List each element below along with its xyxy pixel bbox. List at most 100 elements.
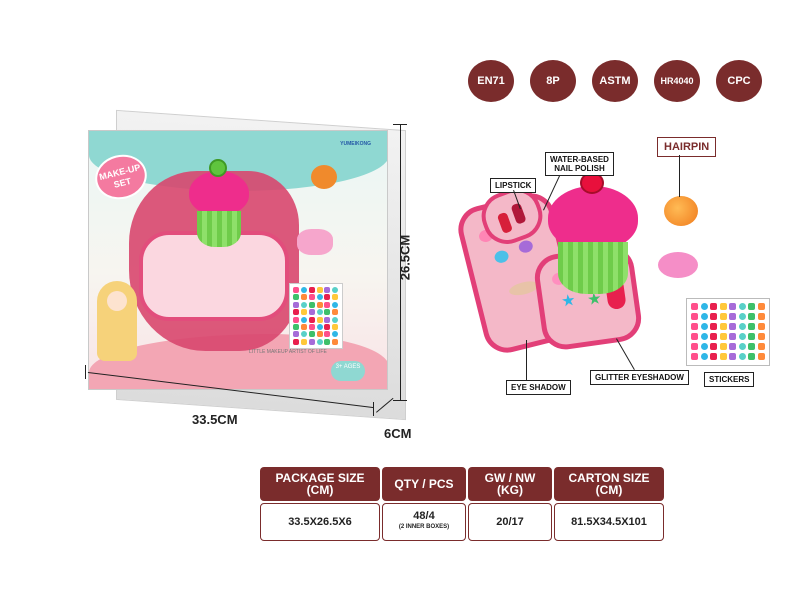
sticker-gem [700,343,708,350]
sticker-gem [324,323,331,330]
sticker-gem [300,309,307,316]
sticker-gem [748,313,755,320]
sticker-gem [308,331,315,338]
sticker-gem [332,316,339,323]
sticker-gem [729,313,736,320]
sticker-gem [300,323,307,330]
sticker-gem [748,323,755,330]
sticker-sheet [686,298,770,366]
sticker-gem [757,333,765,340]
spec-value-sub: (2 INNER BOXES) [398,524,450,530]
cupcake-cup [558,242,628,294]
sticker-gem [332,331,339,338]
sticker-gem [719,343,727,350]
depth-label: 6CM [384,426,412,441]
spec-value-gw-nw: 20/17 [468,503,552,541]
width-tick-right [373,402,374,416]
leader-hairpin [679,155,680,197]
girl-illustration [97,281,137,361]
sticker-gem [316,331,323,338]
sticker-gem [757,353,765,360]
spec-header-qty: QTY / PCS [382,467,466,501]
sticker-gem [293,323,299,330]
sticker-gem [316,294,323,301]
sticker-gem [324,301,331,308]
width-tick-left [85,365,86,379]
sticker-gem [700,333,708,340]
sticker-gem [324,331,331,338]
sticker-gem [300,301,307,308]
spec-header-line2: (KG) [497,483,523,497]
height-tick-top [393,124,407,125]
sticker-gem [710,323,717,330]
box-age-badge: 3+ AGES [331,361,365,381]
label-glitter-eyeshadow: GLITTER EYESHADOW [590,370,689,385]
sticker-gem [300,287,307,293]
sticker-gem [710,343,717,350]
sticker-gem [308,316,315,323]
sticker-gem [324,316,331,323]
star-eyeshadow-icon: ★ [560,291,577,311]
sticker-gem [738,313,746,320]
spec-header-line1: QTY / PCS [394,477,454,491]
sticker-gem [729,353,736,360]
sticker-gem [332,323,339,330]
sticker-gem [738,323,746,330]
sticker-gem [729,343,736,350]
spec-value-main: 20/17 [496,515,524,528]
sticker-gem [710,353,717,360]
sticker-gem [700,313,708,320]
spec-header-line1: PACKAGE SIZE [275,471,365,485]
label-eye-shadow: EYE SHADOW [506,380,571,395]
sticker-gem [710,333,717,340]
leader-eye-shadow [526,340,527,380]
sticker-gem [332,309,339,316]
sticker-gem [748,353,755,360]
height-dimension-line [400,124,401,400]
box-caption: LITTLE MAKEUP ARTIST OF LIFE [249,349,327,355]
spec-table-header-row: PACKAGE SIZE (CM) QTY / PCS GW / NW (KG)… [260,467,664,501]
sticker-gem [738,303,746,310]
sticker-gem [300,338,307,345]
spec-table: PACKAGE SIZE (CM) QTY / PCS GW / NW (KG)… [258,465,666,543]
spec-header-line1: GW / NW [484,471,536,485]
sticker-gem [719,353,727,360]
eyeshadow-pan [493,249,510,265]
sticker-gem [710,313,717,320]
spec-header-package-size: PACKAGE SIZE (CM) [260,467,380,501]
sticker-gem [316,301,323,308]
sticker-gem [308,287,315,293]
sticker-gem [700,353,708,360]
sticker-gem [691,353,698,360]
sticker-gem [324,287,331,293]
spec-value-package-size: 33.5X26.5X6 [260,503,380,541]
sticker-gem [332,301,339,308]
sticker-gem [757,303,765,310]
hairpin-bow [658,252,698,278]
product-box: MAKE-UP SET YUMEIKONG LITTLE MAKEUP ARTI… [88,130,388,390]
box-sticker-sheet [289,283,343,349]
badge-8p: 8P [530,60,576,102]
sticker-gem [729,303,736,310]
sticker-gem [691,333,698,340]
sticker-gem [308,338,315,345]
sticker-gem [308,294,315,301]
sticker-gem [316,309,323,316]
lipstick-stick [496,211,514,234]
sticker-gem [308,301,315,308]
sticker-gem [324,338,331,345]
sticker-gem [316,338,323,345]
sticker-gem [719,323,727,330]
sticker-gem [729,333,736,340]
sticker-gem [332,287,339,293]
height-label: 26.5CM [397,234,413,281]
spec-header-carton-size: CARTON SIZE (CM) [554,467,664,501]
sticker-gem [332,294,339,301]
sticker-gem [738,343,746,350]
sticker-gem [293,301,299,308]
sticker-gem [757,313,765,320]
spec-value-main: 48/4 [413,510,435,522]
sticker-gem [324,294,331,301]
badge-en71: EN71 [468,60,514,102]
label-hairpin: HAIRPIN [657,137,717,157]
